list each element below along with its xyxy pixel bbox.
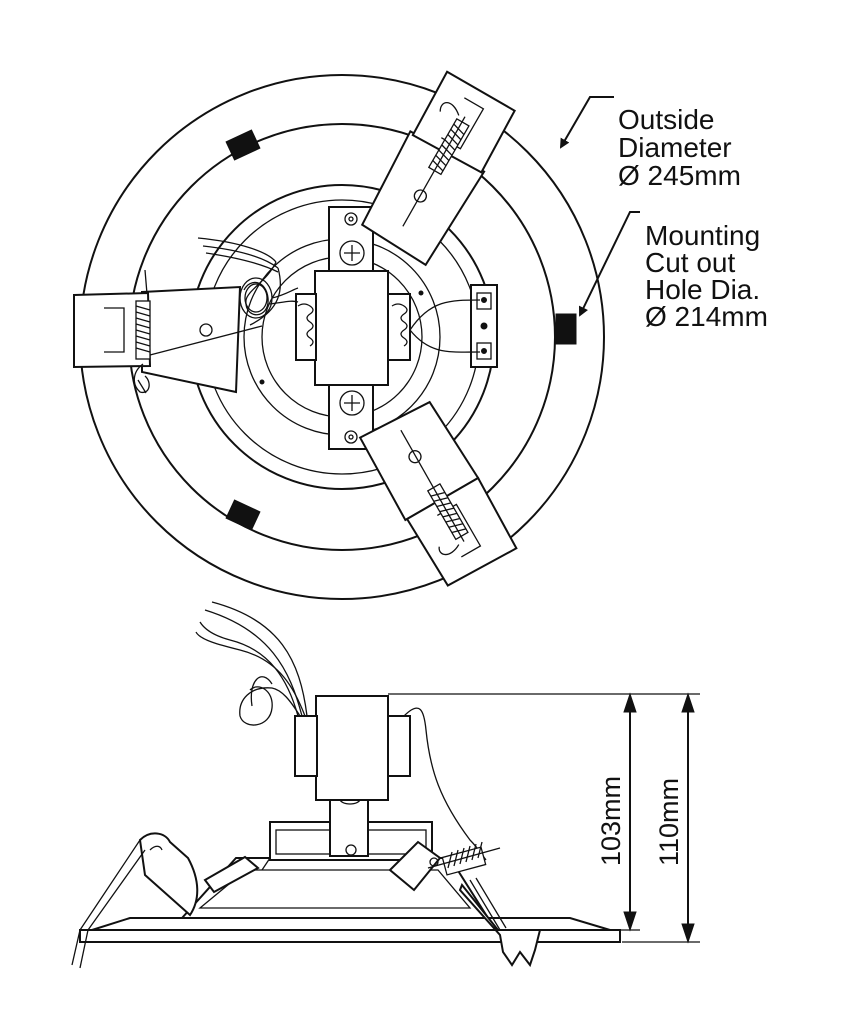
wire-bundle bbox=[197, 237, 299, 326]
side-clip-right bbox=[388, 840, 542, 968]
dimension-outer-height: 110mm bbox=[654, 778, 684, 866]
wires-side bbox=[195, 601, 487, 861]
cutout-line3: Hole Dia. bbox=[645, 274, 760, 305]
mounting-tab bbox=[225, 499, 261, 531]
outside-diameter-line2: Diameter bbox=[618, 132, 732, 163]
mounting-clip-bottom bbox=[358, 400, 518, 587]
side-view bbox=[71, 601, 621, 969]
leader-lines bbox=[559, 96, 640, 317]
mounting-clip-top bbox=[360, 70, 516, 267]
terminal-block bbox=[409, 284, 498, 368]
cutout-line4: Ø 214mm bbox=[645, 301, 768, 332]
transformer-side bbox=[294, 695, 411, 801]
cutout-line1: Mounting bbox=[645, 220, 760, 251]
top-view bbox=[73, 70, 605, 600]
cutout-line2: Cut out bbox=[645, 247, 735, 278]
outside-diameter-label: Outside Diameter Ø 245mm bbox=[618, 104, 741, 191]
outside-diameter-line3: Ø 245mm bbox=[618, 160, 741, 191]
transformer bbox=[295, 206, 411, 450]
mounting-clip-left bbox=[73, 269, 263, 394]
mounting-tab bbox=[225, 129, 261, 161]
outside-diameter-line1: Outside bbox=[618, 104, 715, 135]
height-dimensions: 103mm 110mm bbox=[388, 692, 700, 944]
dimension-inner-height: 103mm bbox=[596, 776, 626, 866]
mounting-tab bbox=[555, 313, 577, 345]
cutout-label: Mounting Cut out Hole Dia. Ø 214mm bbox=[645, 220, 768, 332]
side-clip-left bbox=[71, 832, 260, 969]
